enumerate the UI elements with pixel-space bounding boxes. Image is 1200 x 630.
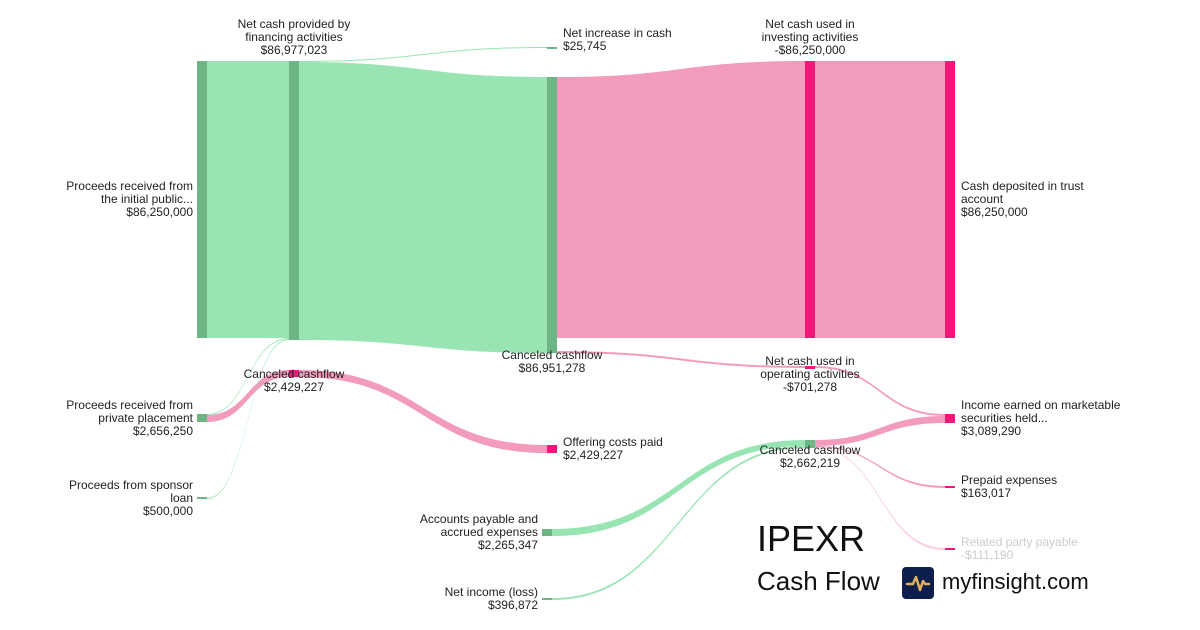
- node-value: $2,429,227: [563, 448, 624, 462]
- node-value: $86,951,278: [518, 361, 586, 375]
- node-name: Income earned on marketable securities h…: [961, 398, 1121, 425]
- node-value: -$701,278: [782, 380, 838, 394]
- node-value: $163,017: [961, 486, 1012, 500]
- node-inv: [805, 61, 815, 338]
- node-label-private: Proceeds received from private placement…: [53, 397, 193, 438]
- node-private: [197, 414, 207, 422]
- node-label-ipo: Proceeds received from the initial publi…: [53, 180, 193, 219]
- link-private-cancel1: [207, 370, 289, 422]
- chart-subtitle: Cash Flow: [757, 566, 880, 596]
- node-name: Canceled cashflow: [759, 443, 861, 457]
- node-name: Canceled cashflow: [243, 367, 345, 381]
- node-value: $86,250,000: [126, 205, 193, 219]
- node-name: Net cash provided by financing activitie…: [237, 17, 351, 44]
- node-name: Net cash used in investing activities: [761, 17, 859, 44]
- node-value: $2,265,347: [477, 538, 538, 552]
- node-name: Prepaid expenses: [961, 473, 1058, 487]
- myfinsight-logo-icon: [902, 567, 934, 599]
- node-name: Net increase in cash: [563, 26, 672, 40]
- link-netincome-cancel2: [552, 446, 805, 600]
- node-value: $500,000: [142, 503, 193, 518]
- node-fin: [289, 61, 299, 340]
- node-label-sponsor: Proceeds from sponsor loan$500,000: [53, 477, 193, 518]
- link-ap-cancel2: [552, 440, 805, 536]
- node-label-trust: Cash deposited in trust account$86,250,0…: [961, 180, 1121, 219]
- link-cancel2-income: [815, 416, 945, 446]
- node-label-netinc: Net increase in cash$25,745: [563, 27, 723, 53]
- node-name: Canceled cashflow: [501, 348, 603, 362]
- node-related: [945, 548, 955, 550]
- link-cancel2-prepaid: [815, 446, 945, 488]
- node-name: Proceeds received from private placement: [66, 397, 193, 425]
- brand-link[interactable]: myfinsight.com: [942, 569, 1089, 594]
- link-cancel1-offering: [299, 370, 547, 453]
- link-cancel0-inv: [557, 61, 805, 338]
- node-prepaid: [945, 486, 955, 488]
- link-fin-netinc: [299, 47, 547, 62]
- node-label-income: Income earned on marketable securities h…: [961, 399, 1121, 438]
- node-value: $3,089,290: [961, 424, 1022, 438]
- node-value: -$86,250,000: [774, 43, 846, 57]
- node-name: Offering costs paid: [563, 435, 663, 449]
- node-name: Proceeds from sponsor loan: [68, 477, 193, 505]
- node-name: Cash deposited in trust account: [961, 179, 1084, 206]
- node-label-cancel2: Canceled cashflow$2,662,219: [745, 444, 875, 470]
- node-ap: [542, 529, 552, 536]
- node-value: $25,745: [563, 39, 607, 53]
- node-name: Accounts payable and accrued expenses: [419, 512, 538, 539]
- node-label-cancel0: Canceled cashflow$86,951,278: [487, 349, 617, 375]
- link-inv-trust: [815, 61, 945, 338]
- node-label-netincome: Net income (loss)$396,872: [398, 586, 538, 612]
- node-name: Net cash used in operating activities: [760, 354, 860, 381]
- node-trust: [945, 61, 955, 338]
- node-value: $396,872: [487, 598, 538, 612]
- node-income: [945, 414, 955, 423]
- node-value: $86,250,000: [961, 205, 1028, 219]
- node-value: $2,429,227: [263, 380, 325, 394]
- link-oper-income: [815, 366, 945, 416]
- node-name: Related party payable: [961, 535, 1078, 549]
- node-label-cancel1: Canceled cashflow$2,429,227: [229, 368, 359, 394]
- link-cancel2-related: [815, 447, 945, 550]
- node-label-oper: Net cash used in operating activities-$7…: [745, 355, 875, 394]
- node-netinc: [547, 47, 557, 49]
- node-ipo: [197, 61, 207, 338]
- node-offering: [547, 445, 557, 453]
- node-label-related: Related party payable-$111,190: [961, 536, 1121, 562]
- node-value: $2,662,219: [779, 456, 841, 470]
- node-cancel0: [547, 77, 557, 353]
- link-private-fin: [207, 338, 289, 415]
- link-ipo-fin: [207, 61, 289, 338]
- link-cancel0-oper: [557, 351, 805, 368]
- link-sponsor-fin: [207, 339, 289, 499]
- node-value: $2,656,250: [132, 423, 193, 438]
- ticker-title: IPEXR: [757, 518, 866, 559]
- node-label-inv: Net cash used in investing activities-$8…: [745, 18, 875, 57]
- node-oper: [805, 366, 815, 369]
- node-label-offering: Offering costs paid$2,429,227: [563, 436, 723, 462]
- node-label-prepaid: Prepaid expenses$163,017: [961, 474, 1121, 500]
- node-netincome: [542, 598, 552, 600]
- node-label-fin: Net cash provided by financing activitie…: [229, 18, 359, 57]
- node-name: Net income (loss): [444, 585, 538, 599]
- node-value: $86,977,023: [260, 43, 328, 57]
- node-name: Proceeds received from the initial publi…: [66, 179, 193, 206]
- node-cancel1: [289, 370, 299, 377]
- node-sponsor: [197, 497, 207, 499]
- node-label-ap: Accounts payable and accrued expenses$2,…: [398, 513, 538, 552]
- node-value: -$111,190: [961, 548, 1014, 562]
- link-fin-cancel0: [299, 62, 547, 353]
- node-cancel2: [805, 440, 815, 448]
